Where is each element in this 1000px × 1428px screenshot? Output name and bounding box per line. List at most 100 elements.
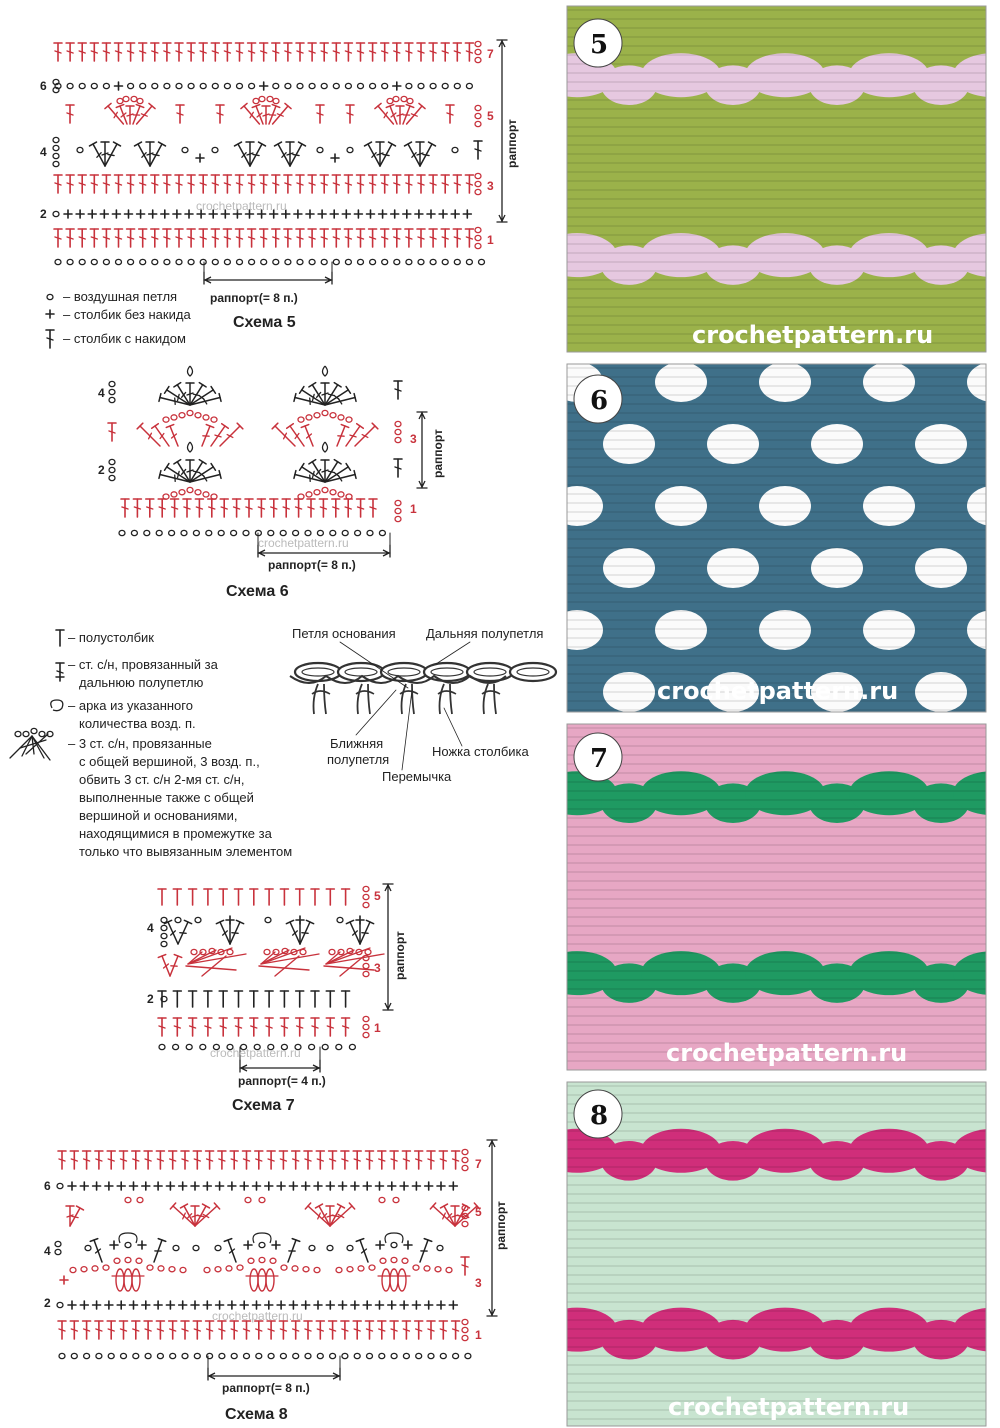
chain-stitch [296, 258, 304, 266]
dc-stitch-angled [104, 141, 122, 167]
sc-stitch [386, 1300, 397, 1310]
dc-stitch-angled [308, 381, 326, 406]
dc-stitch [401, 1320, 412, 1340]
dc-slash [265, 1025, 273, 1029]
swatch-hole [953, 1129, 986, 1173]
chain-stitch [187, 258, 195, 266]
dc-slash [453, 182, 461, 186]
sc-stitch [227, 1300, 237, 1310]
chain-stitch [362, 962, 370, 970]
sc-stitch [300, 1300, 311, 1310]
dc-top [285, 919, 295, 925]
chain-stitch [194, 916, 202, 924]
dc-stitch [174, 228, 184, 248]
dc-stitch [283, 228, 293, 248]
chain-stitch [477, 258, 486, 266]
chain-stitch [247, 1257, 255, 1265]
dc-slash [195, 506, 204, 510]
dc-stitch [389, 1150, 399, 1170]
dc-slash [296, 1025, 304, 1029]
sc-stitch [330, 153, 340, 163]
dc-stitch [229, 1150, 239, 1170]
dc-slash [284, 50, 292, 54]
dc-slash [311, 393, 315, 402]
dc-slash [126, 50, 135, 54]
swatch-hole [759, 486, 811, 526]
dc-slash [390, 1328, 398, 1332]
sc-stitch [325, 1181, 336, 1191]
dc-stitch [279, 1017, 290, 1037]
scheme6-rapport-vertical-label: раппорт [431, 429, 445, 478]
dc-slash [332, 50, 340, 54]
dc-slash [147, 432, 153, 440]
dc-slash [202, 397, 208, 405]
dc-slash [241, 152, 247, 158]
rapport-horizontal-arrow [203, 271, 333, 285]
legend-cluster-text: – 3 ст. с/н, провязанные [68, 736, 212, 751]
swatch-hole [655, 610, 707, 650]
chain-stitch [474, 120, 482, 128]
dc-stitch [389, 1320, 399, 1340]
sc-stitch [153, 1300, 163, 1310]
scheme5-diagram [45, 39, 508, 349]
photo-5-labels: 5 crochetpattern.ru [573, 18, 933, 349]
dc-stitch [180, 1150, 190, 1170]
dc-stitch [192, 1320, 203, 1340]
hdc-stitch [157, 888, 167, 906]
dc-slash [442, 1212, 446, 1220]
chain-stitch [291, 1265, 299, 1272]
dc-slash [186, 392, 194, 396]
dc-stitch [428, 228, 438, 248]
chain-stitch [56, 1301, 64, 1309]
cluster-stroke [325, 953, 385, 965]
chain-stitch [171, 1043, 180, 1051]
dc-top [223, 1237, 233, 1243]
dc-slash [292, 1328, 300, 1332]
chain-stitch [394, 507, 402, 515]
dc-stitch-angled [169, 953, 183, 977]
chain-stitch [170, 491, 178, 498]
dc-slash [279, 1328, 288, 1332]
chain-stitch [345, 416, 353, 423]
chain-stitch [412, 1264, 420, 1271]
chain-stitch [392, 1196, 400, 1204]
dc-slash [182, 1212, 186, 1220]
dc-slash [461, 1264, 469, 1268]
chain-stitch [52, 86, 60, 94]
chain-stitch [336, 916, 344, 924]
dc-stitch [452, 42, 463, 62]
dc-stitch [186, 174, 196, 194]
dc-stitch [281, 498, 292, 518]
hdc-stitch [325, 990, 336, 1008]
chain-stitch [320, 82, 328, 90]
hdc-stitch [264, 888, 274, 906]
dc-slash [144, 1328, 152, 1332]
dc-stitch [254, 1150, 264, 1170]
dc-slash [344, 50, 353, 54]
photo-number-badge [573, 732, 623, 782]
rapport-horizontal-arrow [207, 1367, 341, 1381]
dc-slash [352, 930, 358, 936]
dc-slash [199, 50, 207, 54]
dc-slash [308, 50, 316, 54]
dc-slash [156, 1328, 165, 1332]
dc-slash [119, 1328, 128, 1332]
picot-arch [384, 1232, 404, 1244]
sc-stitch [374, 1300, 385, 1310]
dc-slash [284, 182, 292, 186]
rapport-horizontal-arrow [239, 1059, 321, 1073]
legend-dc-back-text: – ст. с/н, провязанный за [68, 657, 219, 672]
sc-stitch [462, 209, 473, 219]
dc-slash [222, 930, 228, 936]
chain-stitch [427, 1352, 435, 1360]
sc-stitch [423, 1181, 434, 1191]
dc-top [133, 141, 143, 147]
sc-stitch [232, 209, 243, 219]
chain-stitch [335, 1043, 343, 1051]
dc-stitch [303, 1150, 313, 1170]
scheme8-row-label: 7 [475, 1157, 482, 1171]
chain-stitch [308, 1244, 316, 1252]
chain-stitch [130, 95, 138, 103]
dc-slash [66, 1214, 74, 1218]
